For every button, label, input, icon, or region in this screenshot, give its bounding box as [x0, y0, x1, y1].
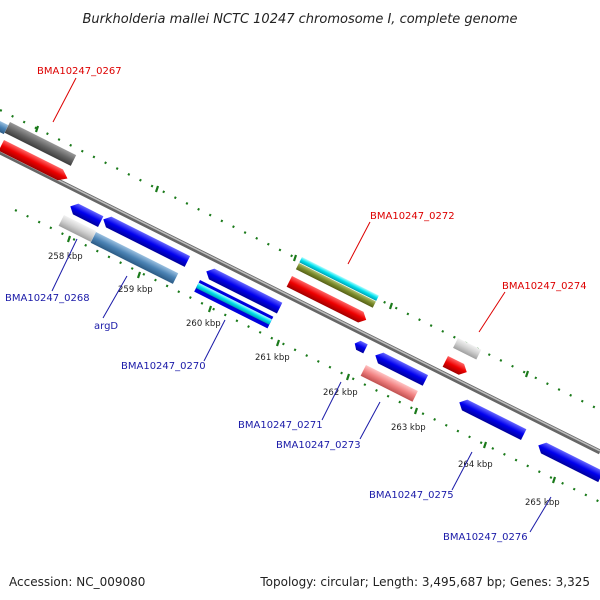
gene-feature-red-arrow-2	[286, 276, 367, 323]
scale-label-258: 258 kbp	[48, 252, 83, 262]
label-leaders-reverse	[51, 238, 552, 533]
genome-info-text: Topology: circular; Length: 3,495,687 bp…	[259, 575, 590, 589]
scale-label-260: 260 kbp	[186, 319, 221, 329]
gene-feature-blue-small	[70, 203, 104, 227]
gene-label-0271: BMA10247_0271	[238, 420, 323, 431]
lower-tick-track	[14, 209, 600, 503]
accession-text: Accession: NC_009080	[9, 575, 145, 589]
upper-tick-track	[0, 109, 600, 411]
scale-labels: 258 kbp 259 kbp 260 kbp 261 kbp 262 kbp …	[48, 252, 560, 508]
gene-feature-blue-262	[375, 352, 429, 386]
gene-feature-0270	[194, 280, 274, 329]
gene-feature-0276	[538, 442, 600, 483]
reverse-features	[58, 203, 600, 483]
gene-labels-reverse: BMA10247_0268 argD BMA10247_0270 BMA1024…	[5, 293, 528, 543]
gene-label-0270: BMA10247_0270	[121, 361, 206, 372]
scale-label-261: 261 kbp	[255, 353, 290, 363]
scale-label-262: 262 kbp	[323, 388, 358, 398]
gene-label-0273: BMA10247_0273	[276, 440, 361, 451]
scale-label-263: 263 kbp	[391, 423, 426, 433]
scale-label-259: 259 kbp	[118, 285, 153, 295]
gene-label-0276: BMA10247_0276	[443, 532, 528, 543]
gene-feature-blue-large	[103, 216, 191, 267]
scale-label-264: 264 kbp	[458, 460, 493, 470]
gene-feature-0274	[453, 338, 482, 360]
genome-backbone	[0, 149, 600, 455]
gene-feature-0268	[58, 215, 97, 242]
gene-label-argD: argD	[94, 321, 118, 332]
gene-feature-0273	[360, 365, 418, 402]
gene-feature-0272-olive	[295, 263, 376, 308]
upper-major-ticks	[34, 125, 530, 378]
gene-feature-blue-260	[206, 268, 283, 314]
gene-feature-0275	[459, 399, 527, 440]
gene-feature-steel-partial	[0, 118, 9, 135]
scale-label-265: 265 kbp	[525, 498, 560, 508]
gene-feature-0267	[4, 122, 77, 166]
chart-title: Burkholderia mallei NCTC 10247 chromosom…	[82, 12, 517, 27]
kbp-ticks	[66, 235, 557, 484]
label-leaders-forward	[52, 77, 506, 333]
gene-feature-0272-cyan	[299, 257, 379, 301]
gene-feature-red-arrow-1	[0, 140, 68, 181]
forward-features	[0, 118, 482, 375]
gene-labels-forward: BMA10247_0267 BMA10247_0272 BMA10247_027…	[37, 66, 587, 292]
gene-label-0275: BMA10247_0275	[369, 490, 454, 501]
gene-label-0272: BMA10247_0272	[370, 211, 455, 222]
gene-label-0267: BMA10247_0267	[37, 66, 122, 77]
gene-label-0274: BMA10247_0274	[502, 281, 587, 292]
gene-feature-red-arrow-3	[442, 356, 467, 375]
gene-label-0268: BMA10247_0268	[5, 293, 90, 304]
gene-feature-0271	[354, 340, 368, 354]
gene-feature-argD	[90, 231, 179, 284]
